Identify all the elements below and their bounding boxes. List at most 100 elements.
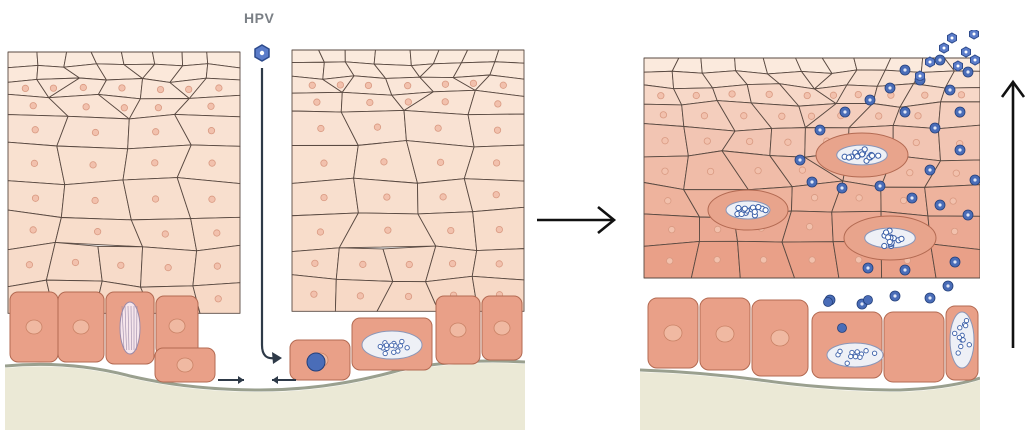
cell-nucleus	[317, 229, 323, 235]
cell-nucleus	[50, 85, 56, 91]
episome	[405, 346, 409, 350]
basal-nucleus	[450, 323, 466, 337]
right-epithelium-block	[292, 50, 524, 311]
hpv-label: HPV	[244, 10, 274, 26]
progression-arrow-icon	[537, 207, 614, 233]
cell-nucleus	[856, 195, 862, 201]
virion	[887, 239, 892, 244]
episome	[872, 351, 876, 355]
cell-nucleus	[669, 226, 675, 232]
episome	[967, 343, 971, 347]
cell-nucleus	[405, 99, 411, 105]
infected-nucleus	[824, 298, 833, 307]
cell-nucleus	[381, 159, 387, 165]
differentiation-arrow-icon	[1002, 82, 1024, 348]
cell-nucleus	[22, 85, 28, 91]
cell-nucleus	[714, 256, 720, 262]
cell-nucleus	[714, 226, 720, 232]
episome	[378, 344, 382, 348]
cell-nucleus	[809, 257, 815, 263]
cell-nucleus	[449, 260, 455, 266]
episome	[858, 355, 862, 359]
cell-nucleus	[92, 129, 98, 135]
basal-nucleus	[716, 326, 734, 342]
virion	[752, 209, 757, 214]
cell-nucleus	[314, 99, 320, 105]
cell-nucleus	[830, 92, 836, 98]
cell-nucleus	[799, 167, 805, 173]
basal-nucleus	[73, 320, 89, 334]
epithelial-cell	[854, 58, 891, 70]
cell-nucleus	[808, 113, 814, 119]
cell-nucleus	[357, 293, 363, 299]
cell-nucleus	[855, 257, 861, 263]
cell-nucleus	[900, 197, 906, 203]
episome	[849, 354, 853, 358]
cell-nucleus	[701, 113, 707, 119]
cell-nucleus	[30, 103, 36, 109]
cell-nucleus	[118, 262, 124, 268]
cell-nucleus	[953, 170, 959, 176]
cell-nucleus	[662, 168, 668, 174]
cell-nucleus	[693, 92, 699, 98]
virion	[860, 152, 865, 157]
virion	[876, 153, 881, 158]
basal-nucleus	[494, 321, 510, 335]
cell-nucleus	[80, 84, 86, 90]
episome	[845, 361, 849, 365]
cell-nucleus	[321, 160, 327, 166]
cell-nucleus	[448, 227, 454, 233]
cell-nucleus	[405, 293, 411, 299]
cell-nucleus	[741, 113, 747, 119]
virion	[870, 153, 875, 158]
cell-nucleus	[165, 264, 171, 270]
cell-nucleus	[806, 223, 812, 229]
cell-nucleus	[119, 85, 125, 91]
cell-nucleus	[152, 129, 158, 135]
cell-nucleus	[493, 191, 499, 197]
cell-nucleus	[209, 160, 215, 166]
cell-nucleus	[470, 80, 476, 86]
cell-nucleus	[876, 113, 882, 119]
epithelial-cell	[461, 50, 498, 63]
infected-epithelium-cells	[644, 55, 980, 335]
cell-nucleus	[90, 162, 96, 168]
cell-nucleus	[811, 194, 817, 200]
epithelial-cell	[37, 52, 67, 67]
cell-nucleus	[31, 160, 37, 166]
cell-nucleus	[442, 81, 448, 87]
cell-nucleus	[152, 160, 158, 166]
basal-nucleus	[26, 320, 42, 334]
cell-nucleus	[367, 99, 373, 105]
episome	[390, 343, 394, 347]
cell-nucleus	[157, 86, 163, 92]
cell-nucleus	[907, 169, 913, 175]
left-epithelium-block	[8, 52, 240, 313]
infected-epithelium-panel	[640, 9, 980, 430]
cell-nucleus	[785, 139, 791, 145]
virion	[736, 205, 741, 210]
virion	[882, 243, 887, 248]
virus-particle-icon	[958, 17, 967, 27]
cell-nucleus	[360, 261, 366, 267]
cell-nucleus	[32, 195, 38, 201]
cell-nucleus	[500, 82, 506, 88]
episome	[853, 354, 857, 358]
cell-nucleus	[755, 167, 761, 173]
episome	[383, 351, 387, 355]
cell-nucleus	[440, 194, 446, 200]
cell-nucleus	[435, 125, 441, 131]
basal-nucleus	[664, 325, 682, 341]
cell-nucleus	[214, 230, 220, 236]
episome	[855, 350, 859, 354]
cell-nucleus	[385, 227, 391, 233]
cell-nucleus	[760, 257, 766, 263]
cell-nucleus	[404, 82, 410, 88]
cell-nucleus	[913, 139, 919, 145]
cell-nucleus	[922, 92, 928, 98]
virus-particle-icon	[932, 9, 941, 19]
episome	[958, 326, 962, 330]
cell-nucleus	[321, 194, 327, 200]
